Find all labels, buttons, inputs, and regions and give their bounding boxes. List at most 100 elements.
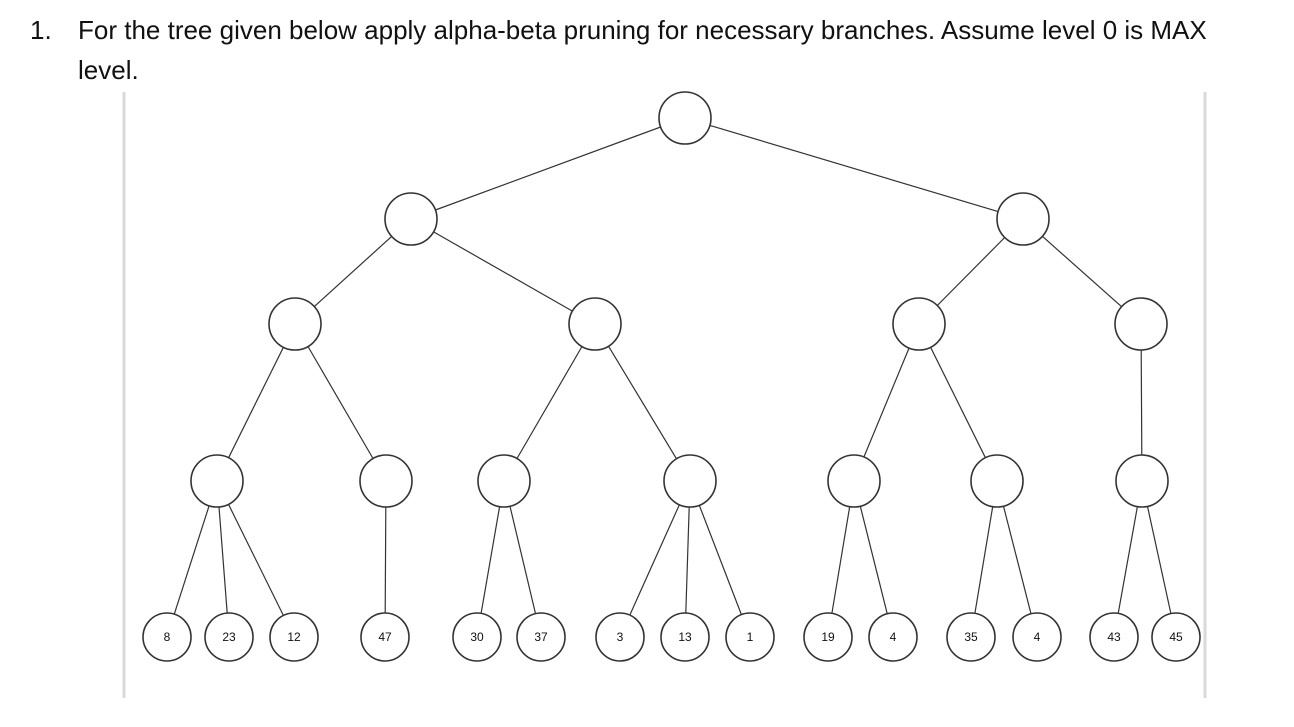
leaf-value: 19 xyxy=(821,630,835,644)
leaf-node-circle xyxy=(360,612,410,662)
tree-node-circle xyxy=(1114,297,1168,351)
tree-node-circle xyxy=(359,454,413,508)
leaf-node-circle xyxy=(946,612,996,662)
tree-edge xyxy=(228,347,284,458)
leaf-node: 19 xyxy=(803,612,853,662)
tree-edges xyxy=(173,124,1172,616)
tree-edge xyxy=(831,506,851,614)
leaf-node: 3 xyxy=(595,612,645,662)
tree-nodes: 8 23 12 47 30 37 3 13 1 19 4 35 4 43 45 xyxy=(142,91,1201,662)
leaf-node: 12 xyxy=(269,612,319,662)
root-node xyxy=(658,91,712,145)
tree-edge xyxy=(607,345,678,460)
leaf-node-circle xyxy=(868,612,918,662)
leaf-node-circle xyxy=(660,612,710,662)
question-text: For the tree given below apply alpha-bet… xyxy=(78,15,1207,85)
tree-edge xyxy=(435,126,661,211)
tree-edge xyxy=(218,506,228,614)
tree-edge xyxy=(709,124,999,213)
tree-node xyxy=(996,192,1050,246)
tree-edge xyxy=(685,506,690,614)
tree-edge xyxy=(859,506,888,614)
leaf-node: 13 xyxy=(660,612,710,662)
leaf-node-circle xyxy=(204,612,254,662)
tree-node xyxy=(970,454,1024,508)
leaf-value: 30 xyxy=(470,630,484,644)
tree-edge xyxy=(1002,506,1032,614)
tree-node-circle xyxy=(568,297,622,351)
tree-node xyxy=(568,297,622,351)
leaf-value: 43 xyxy=(1107,630,1121,644)
leaf-value: 12 xyxy=(287,630,301,644)
tree-edge xyxy=(313,235,393,308)
leaf-value: 8 xyxy=(164,630,171,644)
tree-node-circle xyxy=(384,192,438,246)
tree-node-circle xyxy=(892,297,946,351)
tree-edge xyxy=(1117,506,1138,614)
leaf-node-circle xyxy=(595,612,645,662)
leaf-value: 47 xyxy=(378,630,392,644)
leaf-value: 3 xyxy=(617,630,624,644)
leaf-node: 45 xyxy=(1151,612,1201,662)
leaf-value: 4 xyxy=(890,630,897,644)
leaf-value: 13 xyxy=(678,630,692,644)
tree-edge xyxy=(1042,235,1122,308)
tree-edge xyxy=(974,506,994,614)
tree-node-circle xyxy=(827,454,881,508)
leaf-node: 35 xyxy=(946,612,996,662)
tree-edge xyxy=(433,231,573,312)
tree-edge xyxy=(863,347,910,458)
tree-node xyxy=(892,297,946,351)
leaf-value: 35 xyxy=(964,630,978,644)
leaf-value: 37 xyxy=(534,630,548,644)
leaf-node-circle xyxy=(1012,612,1062,662)
leaf-node: 8 xyxy=(142,612,192,662)
tree-edge xyxy=(936,237,1006,306)
tree-edge xyxy=(698,505,742,615)
tree-node xyxy=(268,297,322,351)
tree-node-circle xyxy=(658,91,712,145)
tree-edge xyxy=(227,504,284,616)
tree-node xyxy=(384,192,438,246)
leaf-node: 30 xyxy=(452,612,502,662)
leaf-value: 1 xyxy=(747,630,754,644)
leaf-node-circle xyxy=(803,612,853,662)
leaf-node-circle xyxy=(1089,612,1139,662)
leaf-value: 4 xyxy=(1034,630,1041,644)
leaf-node-circle xyxy=(725,612,775,662)
tree-node xyxy=(190,454,244,508)
tree-edge xyxy=(930,347,986,458)
leaf-node-circle xyxy=(1151,612,1201,662)
tree-edge xyxy=(307,346,374,459)
tree-node xyxy=(663,454,717,508)
tree-edge xyxy=(1140,349,1143,456)
tree-edge xyxy=(480,506,501,614)
tree-node-circle xyxy=(268,297,322,351)
tree-edge xyxy=(516,346,583,459)
tree-edge xyxy=(629,504,680,616)
tree-node xyxy=(1114,297,1168,351)
tree-edge xyxy=(509,506,537,614)
tree-edge xyxy=(173,505,210,615)
tree-node-circle xyxy=(996,192,1050,246)
leaf-node: 37 xyxy=(516,612,566,662)
tree-node xyxy=(1115,454,1169,508)
tree-node-circle xyxy=(970,454,1024,508)
tree-node xyxy=(827,454,881,508)
tree-node xyxy=(359,454,413,508)
leaf-value: 23 xyxy=(222,630,236,644)
tree-node-circle xyxy=(1115,454,1169,508)
leaf-node-circle xyxy=(452,612,502,662)
tree-edge xyxy=(1146,506,1172,614)
tree-node-circle xyxy=(663,454,717,508)
tree-node-circle xyxy=(190,454,244,508)
leaf-node: 1 xyxy=(725,612,775,662)
figure-frame xyxy=(122,92,1207,698)
leaf-node: 23 xyxy=(204,612,254,662)
tree-node-circle xyxy=(477,454,531,508)
leaf-node-circle xyxy=(516,612,566,662)
leaf-node: 4 xyxy=(1012,612,1062,662)
leaf-node-circle xyxy=(142,612,192,662)
leaf-node: 47 xyxy=(360,612,410,662)
